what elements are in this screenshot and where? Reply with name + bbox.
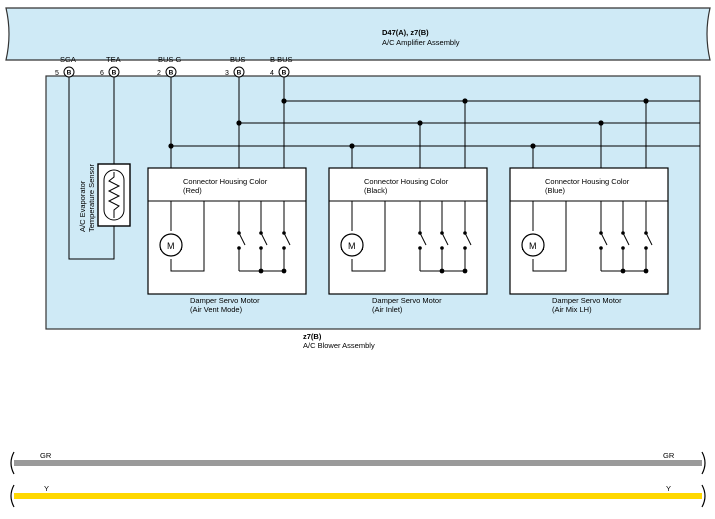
wire-y-label-left: Y bbox=[44, 484, 49, 493]
motor-icon: M bbox=[340, 233, 364, 257]
motor-icon: M bbox=[159, 233, 183, 257]
terminal-name-bus: BUS bbox=[230, 55, 245, 64]
terminal-name-busg: BUS G bbox=[158, 55, 182, 64]
pin-connector-letter: B bbox=[67, 70, 72, 77]
housing-color-value: (Blue) bbox=[545, 186, 566, 195]
wire-y-label-right: Y bbox=[666, 484, 671, 493]
amplifier-assembly: D47(A), z7(B) A/C Amplifier Assembly bbox=[5, 7, 711, 61]
sensor-label-line2: Temperature Sensor bbox=[87, 164, 96, 232]
sensor-label-line1: A/C Evaporator bbox=[78, 180, 87, 232]
terminal-name-bbus: B BUS bbox=[270, 55, 293, 64]
wire-y-bar bbox=[14, 493, 702, 499]
pin-connector-letter: B bbox=[237, 70, 242, 77]
wire-break-icon bbox=[701, 484, 706, 508]
blower-name-label: A/C Blower Assembly bbox=[303, 341, 375, 350]
amplifier-connector-label: D47(A), z7(B) bbox=[382, 28, 429, 37]
housing-color-label: Connector Housing Color bbox=[545, 177, 630, 186]
motor-symbol: M bbox=[167, 241, 175, 251]
pin-number-6: 6 bbox=[100, 70, 104, 77]
motor-sub-label: (Air Vent Mode) bbox=[190, 305, 243, 314]
housing-color-value: (Black) bbox=[364, 186, 388, 195]
wire-gr-label-left: GR bbox=[40, 451, 52, 460]
housing-color-label: Connector Housing Color bbox=[183, 177, 268, 186]
pin-connector-letter: B bbox=[112, 70, 117, 77]
evaporator-temperature-sensor: A/C Evaporator Temperature Sensor bbox=[68, 77, 131, 260]
amplifier-name-label: A/C Amplifier Assembly bbox=[382, 38, 460, 47]
damper-servo-motor-air-mix-lh: Connector Housing Color (Blue) M bbox=[509, 167, 669, 314]
motor-icon: M bbox=[521, 233, 545, 257]
blower-connector-label: z7(B) bbox=[303, 332, 322, 341]
bus-wiring bbox=[170, 77, 700, 168]
motor-sub-label: (Air Mix LH) bbox=[552, 305, 592, 314]
wire-gr-label-right: GR bbox=[663, 451, 675, 460]
wire-break-icon bbox=[10, 451, 15, 475]
thermistor-zigzag-icon bbox=[107, 172, 121, 218]
pin-number-5: 5 bbox=[55, 70, 59, 77]
wire-break-icon bbox=[10, 484, 15, 508]
pin-connector-letter: B bbox=[282, 70, 287, 77]
pin-connector-letter: B bbox=[169, 70, 174, 77]
wire-break-icon bbox=[701, 451, 706, 475]
pin-number-3: 3 bbox=[225, 70, 229, 77]
wire-y: Y Y bbox=[10, 484, 706, 508]
motor-name-label: Damper Servo Motor bbox=[552, 296, 622, 305]
motor-symbol: M bbox=[348, 241, 356, 251]
wire-gr-bar bbox=[14, 460, 702, 466]
motor-sub-label: (Air Inlet) bbox=[372, 305, 403, 314]
damper-servo-motor-air-inlet: Connector Housing Color (Black) bbox=[328, 167, 488, 314]
bus-junction-dots bbox=[168, 98, 649, 149]
housing-color-value: (Red) bbox=[183, 186, 202, 195]
wire-gr: GR GR bbox=[10, 451, 706, 475]
damper-servo-motor-air-vent: Connector Housing Color (Red) bbox=[147, 167, 307, 314]
motor-name-label: Damper Servo Motor bbox=[190, 296, 260, 305]
motor-name-label: Damper Servo Motor bbox=[372, 296, 442, 305]
terminal-name-sga: SGA bbox=[60, 55, 76, 64]
pin-number-4: 4 bbox=[270, 70, 274, 77]
housing-color-label: Connector Housing Color bbox=[364, 177, 449, 186]
motor-symbol: M bbox=[529, 241, 537, 251]
pin-number-2: 2 bbox=[157, 70, 161, 77]
terminal-name-tea: TEA bbox=[106, 55, 121, 64]
thermistor-element bbox=[103, 169, 125, 221]
